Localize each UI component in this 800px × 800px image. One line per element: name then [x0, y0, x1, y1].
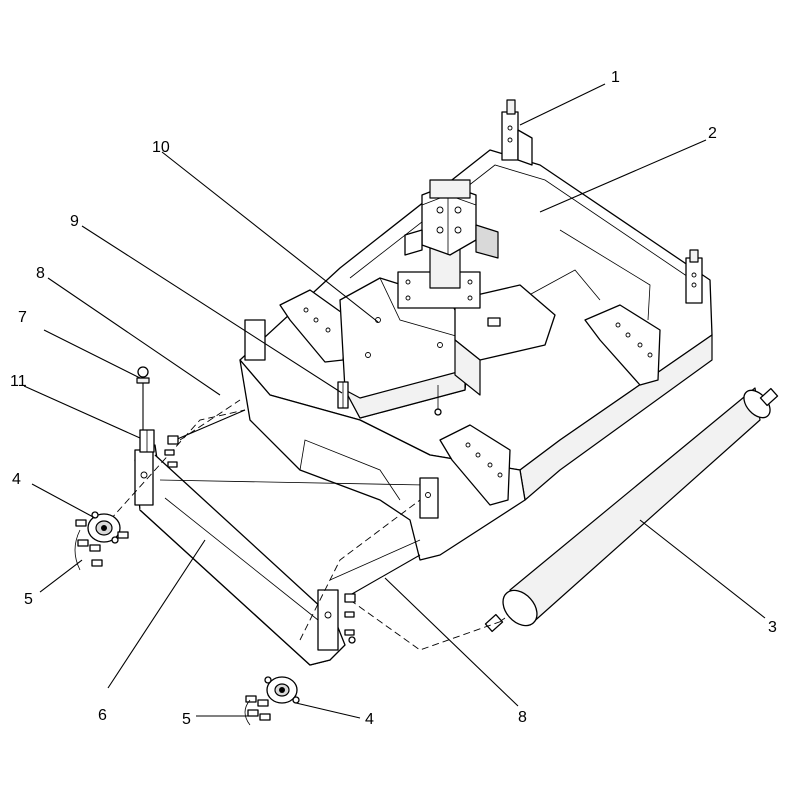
bearing-lower — [264, 676, 300, 704]
rear-deck-brackets — [244, 319, 439, 519]
leader-lines — [23, 83, 766, 719]
callout-1: 1 — [611, 69, 620, 86]
roller — [484, 387, 779, 633]
callout-7: 7 — [18, 309, 27, 326]
right-height-bracket — [685, 249, 703, 304]
callout-8-lower: 8 — [518, 709, 527, 726]
callout-6: 6 — [98, 707, 107, 724]
height-pin — [136, 366, 150, 435]
callout-4-upper: 4 — [12, 471, 21, 488]
callout-5-lower: 5 — [182, 711, 191, 728]
clip — [139, 429, 155, 453]
deck-gusset-brackets — [279, 289, 661, 506]
hardware-upper — [74, 519, 129, 571]
hardware-lower — [244, 695, 271, 726]
gearbox-shield — [339, 277, 471, 419]
height-adjust-bracket — [501, 99, 533, 166]
callout-10: 10 — [152, 139, 170, 156]
roller-frame — [134, 444, 426, 666]
gearbox — [397, 179, 499, 416]
callout-5-upper: 5 — [24, 591, 33, 608]
bearing-upper — [87, 511, 121, 544]
callout-4-lower: 4 — [365, 711, 374, 728]
callout-3: 3 — [768, 619, 777, 636]
callout-11: 11 — [10, 373, 27, 390]
assembly-guides — [109, 399, 506, 651]
callout-8-upper: 8 — [36, 265, 45, 282]
callout-2: 2 — [708, 125, 717, 142]
callout-labels: 1 2 3 4 4 5 5 6 7 8 8 9 10 11 — [10, 69, 777, 728]
hardware-frame-right — [164, 449, 356, 644]
carriage-bolts — [167, 409, 421, 603]
callout-9: 9 — [70, 213, 79, 230]
